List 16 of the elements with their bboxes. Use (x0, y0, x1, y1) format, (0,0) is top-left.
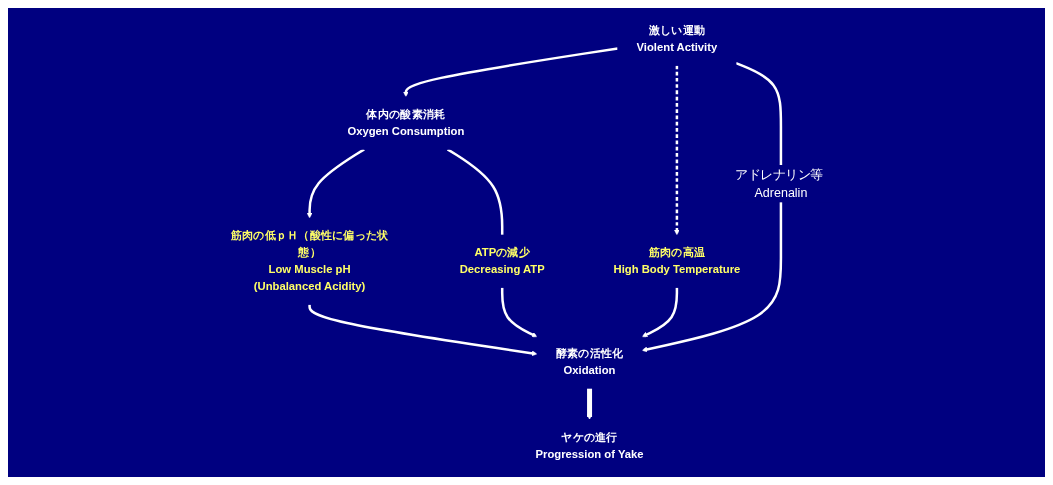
node-text: 酵素の活性化 Oxidation (555, 346, 624, 377)
diagram-background: アドレナリン等 Adrenalin 激しい運動 Violent Activity 体内の酸素消耗 Oxygen Consumption 筋肉の低ｐＨ（酸性に偏った状態） Low Muscle pH (Unbalanced Acidity) ATPの減少 Decreasing ATP 筋肉の高温 High Body Temperature 酵素の活性化 Oxidation ヤケの進行 Progression of Yake (8, 8, 1045, 477)
arrow (500, 287, 538, 338)
node-text: ATPの減少 Decreasing ATP (459, 246, 545, 276)
node-text: ヤケの進行 Progression of Yake (535, 430, 644, 461)
arrow (641, 61, 783, 353)
node-text: 体内の酸素消耗 Oxygen Consumption (347, 108, 465, 138)
arrow (306, 148, 365, 219)
node-text: 筋肉の低ｐＨ（酸性に偏った状態） Low Muscle pH (Unbalanced Acidity) (230, 229, 389, 293)
arrow (586, 388, 593, 420)
node-text: 筋肉の高温 High Body Temperature (613, 246, 741, 276)
arrow (403, 47, 618, 98)
connector (446, 148, 504, 235)
node-text: 激しい運動 Violent Activity (636, 24, 718, 54)
arrow (674, 65, 680, 236)
arrow (641, 287, 679, 338)
